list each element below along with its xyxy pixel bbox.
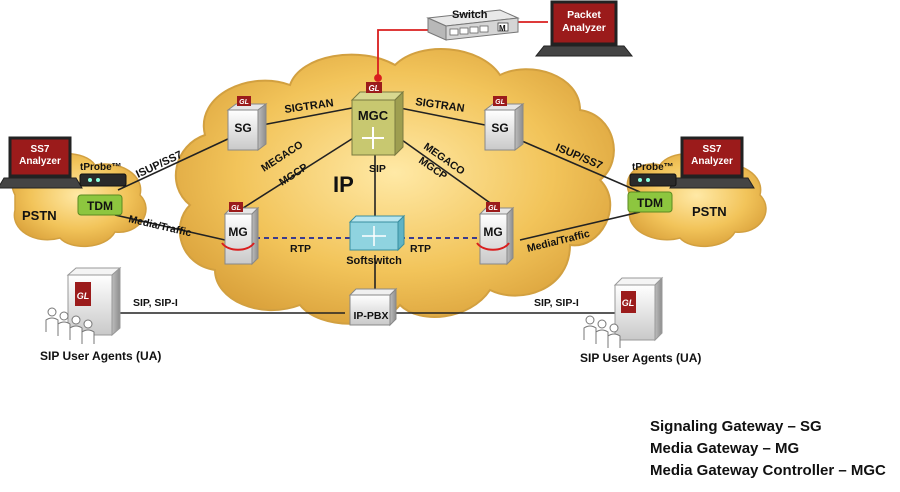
mgc-cube-icon[interactable] [350,82,405,157]
mg-left-label: MG [228,225,247,239]
sg-right-label: SG [491,121,508,135]
user-group-right-icon [583,315,621,348]
ss7-left-line2: Analyzer [19,156,61,167]
tprobe-left-label: tProbe™ [80,162,122,173]
tdm-box-right[interactable] [627,191,673,213]
switch-port-label: M [499,24,506,33]
ip-cloud [174,48,615,325]
ippbx-label: IP-PBX [353,310,388,322]
mg-right-label: MG [483,225,502,239]
switch-icon[interactable] [426,9,520,41]
line-sg-mgc-left [261,107,353,126]
line-megaco-left [239,134,359,211]
sip-sipi-left-label: SIP, SIP-I [133,297,178,309]
ss7-analyzer-laptop-right-icon[interactable] [669,136,755,189]
ip-label: IP [333,172,354,197]
gl-logo-mg-right: GL [488,205,498,212]
tdm-box-left[interactable] [77,194,123,216]
softswitch-label: Softswitch [346,255,402,267]
sg-left-cube-icon[interactable] [226,96,268,151]
legend-item-mgc: Media Gateway Controller – MGC [650,462,886,479]
gl-logo-sg-right: GL [495,99,505,106]
user-group-left-icon [45,307,95,344]
sg-right-cube-icon[interactable] [483,96,525,151]
legend-item-sg: Signaling Gateway – SG [650,418,822,435]
pstn-left-label: PSTN [22,208,57,223]
line-mgc-sg-right [399,107,486,126]
server-left-icon[interactable] [66,266,122,337]
legend-item-mg: Media Gateway – MG [650,440,800,457]
tdm-left-label: TDM [87,199,113,213]
ss7-right-line1: SS7 [703,144,722,155]
rtp-left-label: RTP [290,243,311,255]
sip-ua-left-label: SIP User Agents (UA) [40,349,161,363]
gl-logo-server-left: GL [77,291,90,301]
rtp-right-label: RTP [410,243,431,255]
packet-analyzer-laptop-icon[interactable] [534,0,634,57]
mg-right-cube-icon[interactable] [476,202,515,266]
ippbx-icon[interactable] [348,287,398,327]
gl-logo-sg-left: GL [239,99,249,106]
gl-logo-mgc: GL [368,84,379,93]
sip-sipi-right-label: SIP, SIP-I [534,297,579,309]
line-tdm-mg-left [114,214,226,241]
sg-left-label: SG [234,121,251,135]
gl-logo-mg-left: GL [231,205,241,212]
mg-left-cube-icon[interactable] [221,202,260,266]
line-megaco-right [394,134,501,211]
tprobe-right-label: tProbe™ [632,162,674,173]
ss7-right-line2: Analyzer [691,156,733,167]
ss7-analyzer-laptop-left-icon[interactable] [0,136,83,189]
tprobe-device-left-icon[interactable] [79,173,127,187]
packet-analyzer-line1: Packet [567,9,601,21]
packet-analyzer-line2: Analyzer [562,22,606,34]
tprobe-device-right-icon[interactable] [629,173,677,187]
switch-label: Switch [452,9,488,21]
tdm-right-label: TDM [637,196,663,210]
connection-lines [114,107,641,314]
ss7-left-line1: SS7 [31,144,50,155]
gl-logo-server-right: GL [622,298,635,308]
sip-ua-right-label: SIP User Agents (UA) [580,351,701,365]
line-isup-left [117,137,231,191]
sip-label: SIP [369,163,386,175]
line-mg-tdm-right [519,211,641,241]
softswitch-icon[interactable] [348,214,406,252]
pstn-right-label: PSTN [692,204,727,219]
line-isup-right [514,137,641,193]
mgc-label: MGC [358,108,389,123]
server-right-icon[interactable] [613,276,664,342]
